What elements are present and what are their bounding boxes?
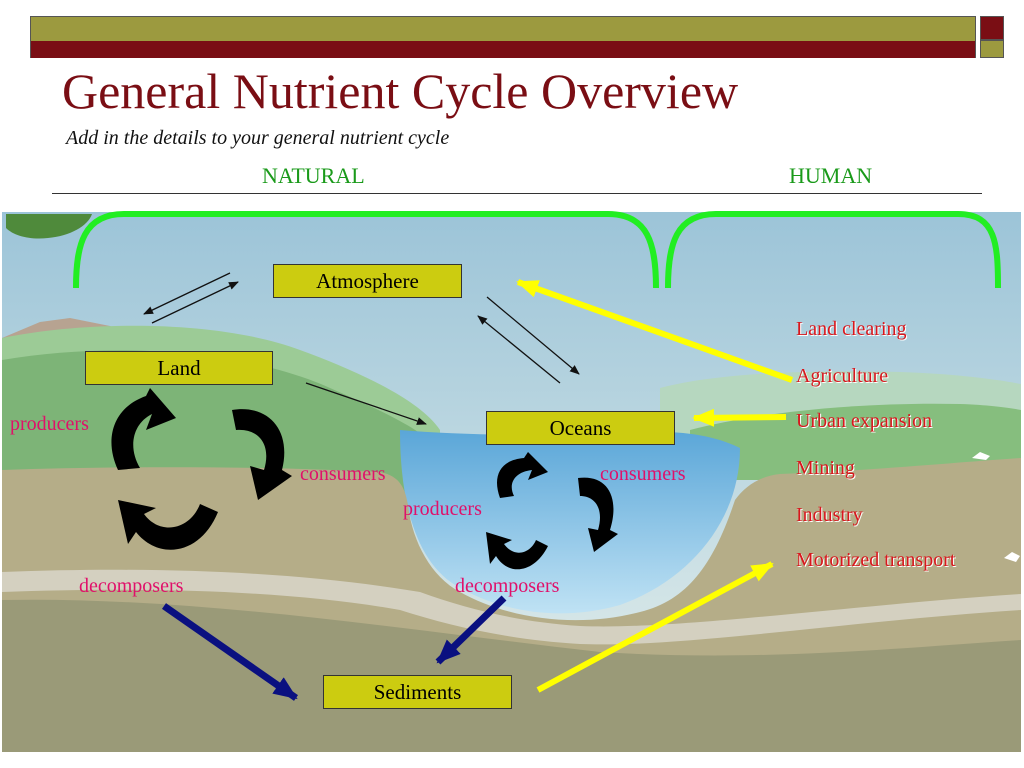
human-heading: HUMAN	[789, 163, 873, 188]
ocean-cycle-arrow-bottom	[486, 532, 548, 570]
human-bracket	[665, 211, 1001, 289]
ocean-consumers-label: consumers	[600, 463, 686, 485]
snow-fleck	[972, 452, 990, 460]
human-activity-item: Land clearing	[796, 318, 907, 340]
urban-expansion-to-oceans-arrow	[692, 408, 787, 427]
header-maroon-band	[31, 41, 975, 58]
land-to-atmosphere-arrow	[151, 281, 239, 324]
atmosphere-box: Atmosphere	[273, 264, 462, 298]
human-activity-item: Urban expansion	[796, 410, 933, 432]
natural-bracket	[73, 211, 659, 289]
header-bar	[30, 16, 976, 58]
ocean-cycle-arrows-icon	[486, 452, 618, 570]
atmosphere-to-land-arrow	[143, 272, 231, 315]
land-cycle-arrows-icon	[111, 388, 292, 550]
ocean-decomposers-to-sediments-arrow	[435, 595, 507, 665]
land-cycle-arrow-left	[111, 388, 176, 470]
slide-subtitle: Add in the details to your general nutri…	[66, 127, 450, 149]
human-activity-item: Motorized transport	[796, 549, 956, 571]
header-corner-maroon	[980, 16, 1004, 40]
ocean-cycle-arrow-right	[578, 477, 618, 552]
human-activity-item: Industry	[796, 504, 863, 526]
ocean-producers-label: producers	[403, 498, 482, 520]
header-olive-band	[31, 17, 975, 41]
header-corner-olive	[980, 40, 1004, 58]
land-decomposers-label: decomposers	[79, 575, 184, 597]
natural-heading: NATURAL	[262, 163, 365, 188]
human-activity-item: Mining	[796, 457, 855, 479]
ocean-decomposers-label: decomposers	[455, 575, 560, 597]
land-consumers-label: consumers	[300, 463, 386, 485]
right-hill	[690, 403, 1021, 480]
leaf-decoration	[6, 214, 92, 239]
snow-fleck	[1004, 552, 1020, 562]
land-box: Land	[85, 351, 273, 385]
oceans-box: Oceans	[486, 411, 675, 445]
ocean-cycle-arrow-top	[497, 452, 548, 498]
heading-divider	[52, 193, 982, 194]
sediments-to-transport-arrow	[536, 561, 774, 693]
land-decomposers-to-sediments-arrow	[161, 603, 299, 701]
left-hill-front	[2, 350, 440, 500]
land-cycle-arrow-right	[232, 409, 292, 500]
ocean-to-atmosphere-arrow	[477, 315, 561, 384]
land-producers-label: producers	[10, 413, 89, 435]
land-clearing-to-atmosphere-arrow	[516, 279, 794, 383]
atmosphere-to-ocean-arrow	[486, 296, 580, 375]
land-to-ocean-arrow	[305, 382, 427, 425]
slide-title: General Nutrient Cycle Overview	[62, 63, 739, 119]
land-cycle-arrow-bottom	[118, 500, 218, 550]
sediments-box: Sediments	[323, 675, 512, 709]
ocean-water	[400, 430, 740, 614]
human-activity-item: Agriculture	[796, 365, 889, 387]
ground-strata-light	[2, 569, 1021, 645]
